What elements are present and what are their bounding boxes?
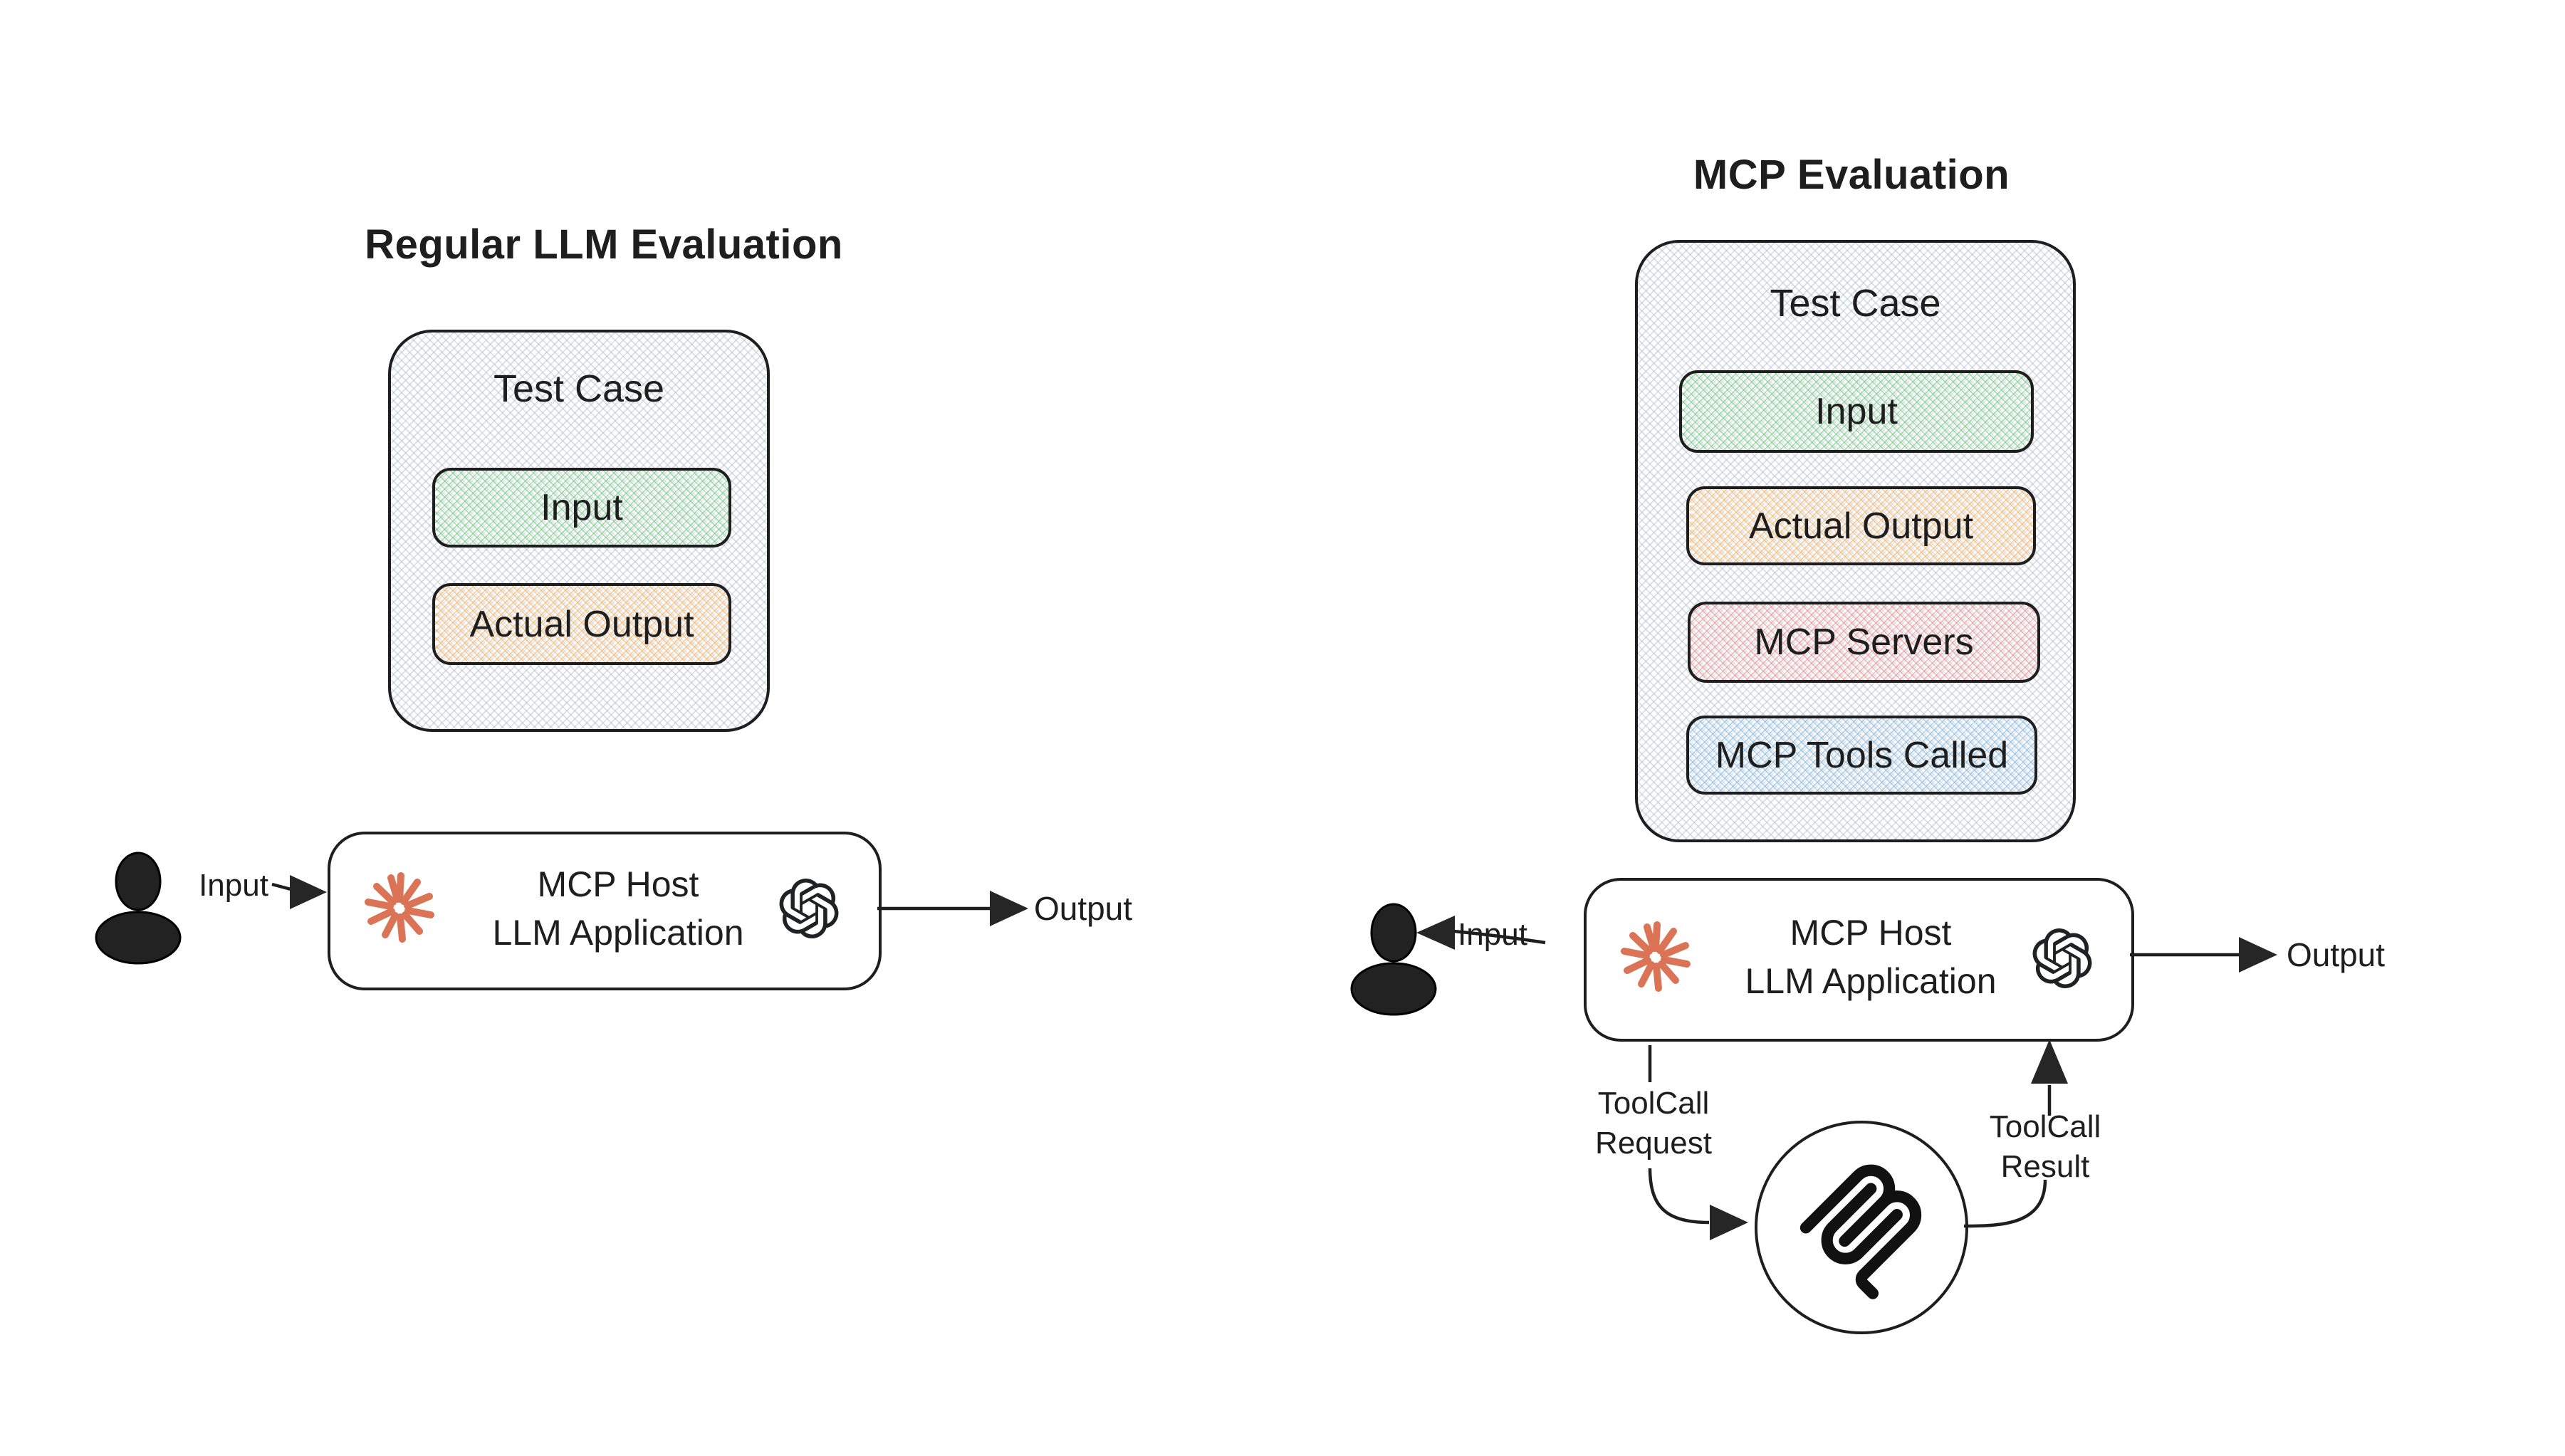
left-input-arrow-line: [271, 882, 294, 892]
left-input-arrowhead: [290, 875, 327, 909]
mcp-server-circle: [1755, 1121, 1968, 1334]
openai-logo-icon: [779, 879, 839, 939]
mcp-logo-icon: [1799, 1164, 1922, 1299]
toolcall-request-line1: ToolCall: [1597, 1086, 1710, 1121]
left-host-line2: LLM Application: [492, 913, 744, 953]
left-output-label: Output: [1033, 890, 1133, 927]
right-panel-title: MCP Evaluation: [1693, 152, 2010, 198]
left-field-input: Input: [432, 468, 731, 548]
right-field-mcp-servers-label: MCP Servers: [1754, 622, 1974, 663]
openai-logo-icon: [2032, 928, 2092, 989]
right-field-mcp-tools-called: MCP Tools Called: [1686, 716, 2037, 795]
toolcall-result-line1: ToolCall: [1989, 1109, 2101, 1144]
toolcall-result-label: ToolCall Result: [1990, 1107, 2101, 1187]
left-test-case-title: Test Case: [493, 367, 665, 410]
right-field-mcp-tools-called-label: MCP Tools Called: [1715, 734, 2009, 776]
person-icon: [1349, 903, 1438, 1018]
person-icon: [94, 852, 182, 967]
left-host-line1: MCP Host: [537, 864, 699, 904]
right-output-arrowhead: [2239, 937, 2277, 973]
left-output-arrowhead: [990, 891, 1028, 926]
right-input-label: Input: [1458, 917, 1527, 952]
right-host-text: MCP Host LLM Application: [1745, 908, 1996, 1005]
toolcall-request-label: ToolCall Request: [1595, 1084, 1712, 1163]
left-test-case-box: Test Case Input Actual Output: [388, 330, 770, 732]
right-host-line1: MCP Host: [1790, 913, 1952, 953]
right-field-actual-output: Actual Output: [1686, 486, 2036, 565]
right-output-label: Output: [2286, 936, 2386, 973]
toolcall-request-curve: [1648, 1168, 1710, 1225]
right-field-input: Input: [1679, 370, 2034, 453]
right-test-case-title: Test Case: [1770, 282, 1941, 325]
right-field-actual-output-label: Actual Output: [1748, 505, 1974, 547]
right-field-input-label: Input: [1815, 391, 1898, 432]
left-field-actual-output-label: Actual Output: [469, 603, 694, 645]
toolcall-request-arrowhead: [1710, 1205, 1748, 1240]
right-test-case-box: Test Case Input Actual Output MCP Server…: [1635, 240, 2076, 842]
left-panel-title: Regular LLM Evaluation: [365, 221, 843, 268]
starburst-icon: [364, 872, 435, 943]
toolcall-result-arrowhead: [2031, 1039, 2068, 1084]
toolcall-request-line2: Request: [1595, 1126, 1712, 1161]
starburst-icon: [1620, 921, 1691, 993]
right-field-mcp-servers: MCP Servers: [1688, 602, 2040, 683]
right-host-line2: LLM Application: [1745, 961, 1997, 1001]
toolcall-result-line2: Result: [2000, 1149, 2090, 1184]
left-input-label: Input: [199, 868, 268, 903]
left-host-text: MCP Host LLM Application: [492, 860, 743, 957]
left-field-actual-output: Actual Output: [432, 583, 731, 665]
left-field-input-label: Input: [540, 487, 623, 528]
